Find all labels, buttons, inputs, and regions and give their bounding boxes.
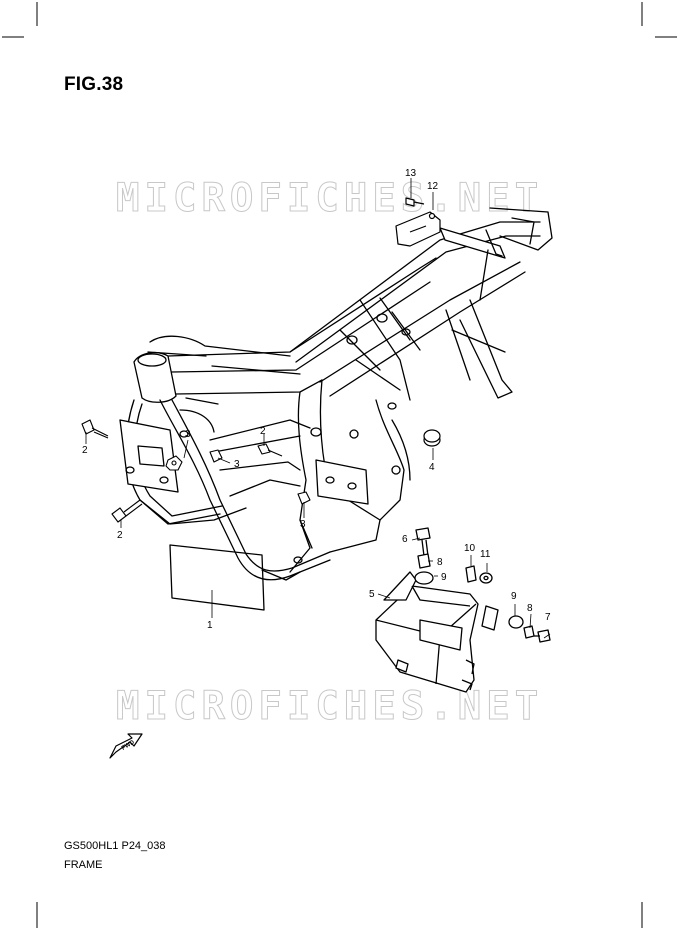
watermark-top: MICROFICHES.NET	[115, 176, 544, 222]
bolt-6	[415, 527, 431, 541]
callout-6: 6	[402, 534, 408, 545]
model-code: GS500HL1 P24_038	[64, 840, 166, 852]
watermark-bottom: MICROFICHES.NET	[115, 684, 544, 730]
bolt-7	[537, 629, 551, 643]
cap-part-4	[423, 429, 441, 447]
forward-direction-arrow: FWD	[109, 733, 143, 759]
cushion-9-right	[508, 615, 524, 629]
collar-8-top	[417, 553, 431, 569]
callout-2-center: 2	[260, 426, 266, 437]
nut-3-lower	[297, 491, 311, 505]
bolt-2-lower-left	[111, 507, 127, 523]
callout-8-right: 8	[527, 603, 533, 614]
callout-1: 1	[207, 620, 213, 631]
callout-11: 11	[480, 549, 491, 560]
cushion-10	[465, 565, 477, 583]
collar-8-right	[523, 625, 535, 639]
callout-5: 5	[369, 589, 375, 600]
callout-3-right: 3	[234, 459, 240, 470]
bolt-2-upper-left	[81, 419, 95, 435]
cushion-9-top	[414, 571, 434, 585]
callout-10: 10	[464, 543, 476, 554]
callout-labels: 1 2 2 2 3 3 3 4 5 6 7 8 8 9 9 10 11 12 1…	[82, 168, 551, 631]
section-name: FRAME	[64, 859, 103, 871]
nut-3-right	[209, 449, 223, 463]
callout-3-left: 3	[185, 429, 191, 440]
callout-2-upper-left: 2	[82, 445, 88, 456]
callout-3-lower: 3	[300, 519, 306, 530]
callout-4: 4	[429, 462, 435, 473]
bolt-13	[405, 197, 415, 207]
leader-lines	[85, 178, 551, 639]
callout-12: 12	[427, 181, 439, 192]
callout-8-top: 8	[437, 557, 443, 568]
callout-9-right: 9	[511, 591, 517, 602]
bolt-2-center	[257, 443, 271, 455]
figure-title: FIG.38	[64, 74, 124, 95]
engine-hanger-left	[119, 419, 179, 493]
rear-crossmember	[439, 227, 506, 259]
seat-bracket-assembly	[395, 197, 441, 247]
battery-holder-assembly	[375, 527, 551, 693]
frame-name-plate	[169, 544, 265, 611]
callout-13: 13	[405, 168, 417, 179]
frame-fasteners	[81, 419, 311, 523]
callout-9-top: 9	[441, 572, 447, 583]
callout-7: 7	[545, 612, 551, 623]
frame-assembly	[119, 207, 553, 611]
engine-hanger-mid	[315, 459, 369, 505]
callout-2-lower-left: 2	[117, 530, 123, 541]
